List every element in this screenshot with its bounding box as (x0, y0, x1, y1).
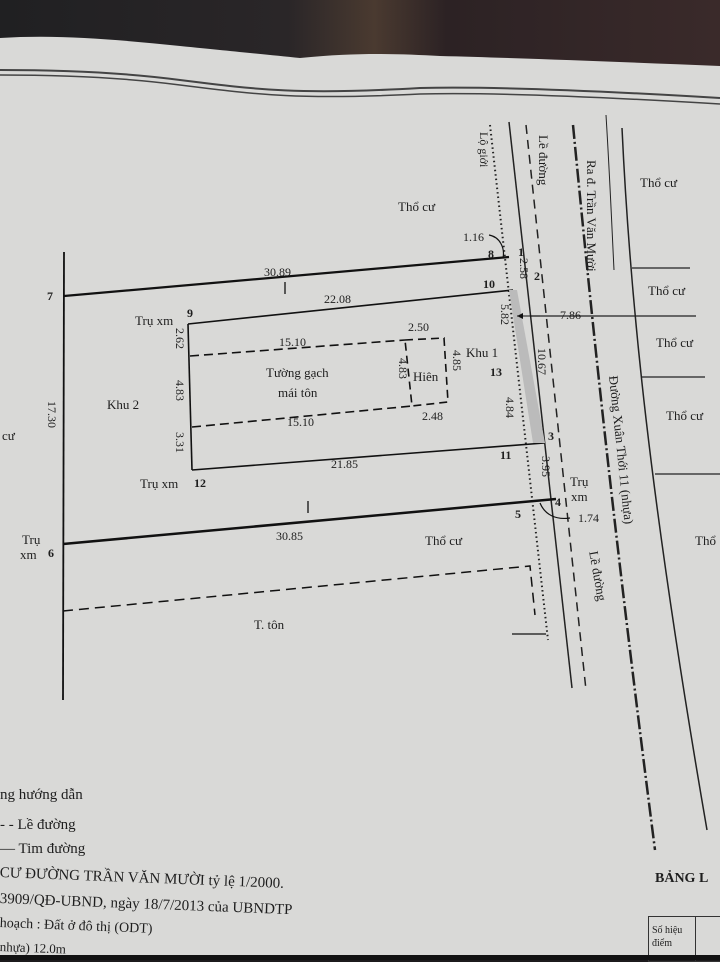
dim-hien-top: 2.50 (408, 320, 429, 334)
table-header-so-hieu: Số hiệu điểm (652, 925, 683, 949)
point-3: 3 (548, 429, 554, 443)
dim-corner-4: 1.74 (578, 511, 599, 525)
point-8: 8 (488, 247, 494, 261)
dim-left-seg1: 2.62 (173, 328, 187, 349)
le-duong-top-label: Lề đường (536, 135, 551, 186)
point-4: 4 (555, 495, 561, 509)
table-title: BẢNG L (655, 871, 709, 886)
marker-tru-6-line2: xm (20, 547, 37, 562)
footer-line-4: nhựa) 12.0m (0, 939, 67, 957)
dim-hien-bottom: 2.48 (422, 409, 443, 423)
area-tho-cu-bottom: Thổ cư (425, 533, 463, 548)
dim-seg-10: 5.82 (498, 304, 512, 325)
area-tho-cu-right-3: Thổ cư (656, 335, 694, 350)
dim-hien-left: 4.83 (396, 358, 410, 379)
area-tho-cu-right-5: Thổ (695, 533, 716, 548)
area-tho-cu-right-4: Thổ cư (666, 408, 704, 423)
area-tho-cu-left: cư (2, 428, 15, 443)
dim-top-edge: 30.89 (264, 265, 291, 279)
marker-tru-xm-12: Trụ xm (140, 476, 179, 491)
point-5: 5 (515, 507, 521, 521)
marker-tru-xm-9: Trụ xm (135, 313, 174, 328)
area-khu-2: Khu 2 (107, 397, 140, 412)
road-tran-van-muoi-label: Ra đ. Trần Văn Mười (584, 160, 599, 272)
point-13: 13 (490, 365, 502, 379)
dim-wall-top: 15.10 (279, 335, 306, 349)
point-9: 9 (187, 306, 193, 320)
dim-hien-right: 4.85 (450, 350, 464, 371)
area-khu-1: Khu 1 (466, 345, 499, 360)
area-tho-cu-right-1: Thổ cư (640, 175, 678, 190)
marker-tru-6-line1: Trụ (22, 532, 41, 547)
t-ton-label: T. tôn (254, 617, 285, 632)
area-tho-cu-top: Thổ cư (398, 199, 436, 214)
point-1: 1 (518, 245, 524, 259)
dim-bottom-edge: 30.85 (276, 529, 303, 543)
dim-road-offset: 7.86 (560, 308, 581, 322)
legend-item-tim-duong: — Tim đường (0, 841, 86, 857)
area-tho-cu-right-2: Thổ cư (648, 283, 686, 298)
dim-left-seg3: 3.31 (173, 432, 187, 453)
building-label-line2: mái tôn (278, 385, 318, 400)
dim-wall-bottom: 15.10 (287, 415, 314, 429)
point-6: 6 (48, 546, 54, 560)
dim-inner-bottom: 21.85 (331, 457, 358, 471)
marker-tru-4-line1: Trụ (570, 474, 589, 489)
dim-corner-8: 1.16 (463, 230, 484, 244)
dim-left-seg2: 4.83 (173, 380, 187, 401)
dim-seg-13: 4.84 (503, 397, 517, 418)
dim-left-edge: 17.30 (45, 401, 59, 428)
point-2: 2 (534, 269, 540, 283)
marker-tru-4-line2: xm (571, 489, 588, 504)
hien-label: Hiên (413, 369, 439, 384)
point-7: 7 (47, 289, 53, 303)
dim-seg-1-2: 2.58 (517, 258, 531, 279)
point-10: 10 (483, 277, 495, 291)
building-label-line1: Tường gạch (266, 365, 329, 380)
legend-title: ng hướng dẫn (0, 787, 83, 803)
dim-inner-top: 22.08 (324, 292, 351, 306)
lo-gioi-label: Lộ giới (477, 132, 491, 168)
bottom-shadow (0, 955, 720, 960)
dim-seg-3-4: 3.95 (539, 456, 553, 477)
dim-seg-2-3: 10.67 (535, 348, 549, 375)
point-12: 12 (194, 476, 206, 490)
legend-item-le-duong: - - Lề đường (0, 817, 76, 833)
point-11: 11 (500, 448, 512, 462)
